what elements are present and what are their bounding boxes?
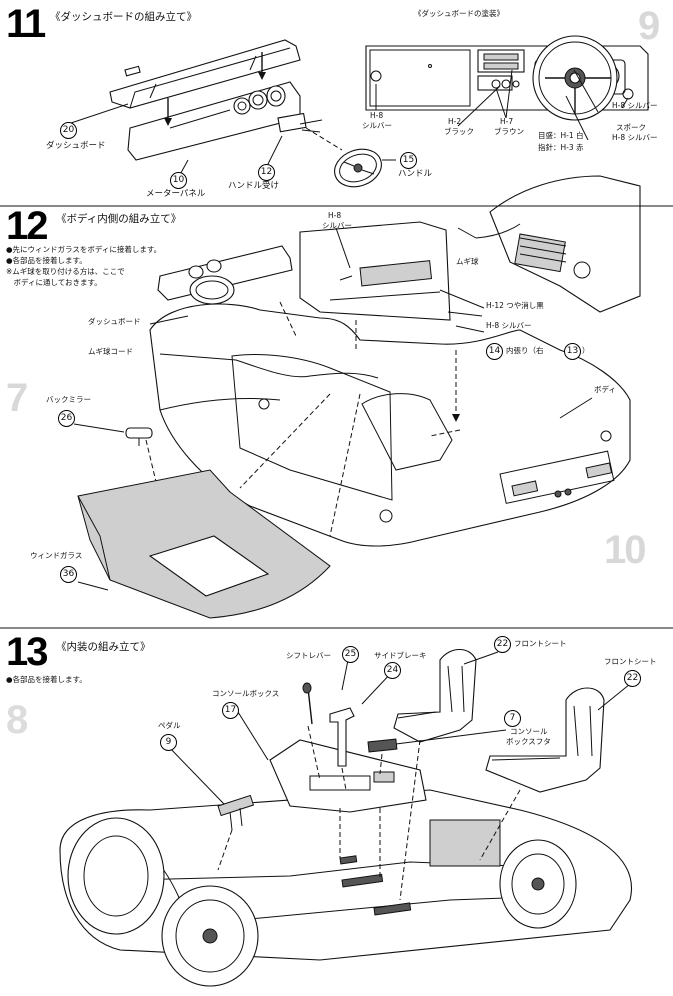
front-left-wheel-drawing (161, 885, 259, 987)
dashboard-assembly-drawing (157, 245, 293, 305)
part-label: サイドブレーキ (374, 651, 427, 660)
part-number-badge: 12 (258, 164, 275, 181)
part-number-badge: 15 (400, 152, 417, 169)
paint-callout: H-2 (448, 117, 462, 126)
part-label: コンソールボックス (212, 689, 280, 698)
part-label: フロントシート (514, 639, 567, 648)
part-label: ハンドル受け (228, 181, 280, 191)
car-front-drawing (489, 175, 641, 313)
part-label: ウィンドガラス (30, 551, 83, 560)
paint-callout: シルバー (322, 221, 352, 230)
part-number-badge: 10 (170, 172, 187, 189)
paint-callout: 目盛：H-1 白 (538, 131, 584, 140)
meter-panel-drawing (127, 81, 301, 161)
instruction-note: ●各部品を接着します。 (6, 675, 87, 684)
part-label: コンソール (510, 727, 548, 736)
step-number: 12 (6, 204, 48, 248)
paint-callout: H-8 (370, 111, 384, 120)
step-title: 《ボディ内側の組み立て》 (56, 213, 182, 225)
part-label: ボディ (594, 385, 616, 394)
part-number-badge: 24 (384, 662, 401, 679)
step-number: 13 (6, 630, 48, 674)
front-seat-right-drawing (485, 687, 605, 793)
part-number-badge: 22 (494, 636, 511, 653)
dashboard-part-drawing (109, 39, 301, 109)
paint-callout: H-7 (500, 117, 514, 126)
part-label: フロントシート (604, 657, 657, 666)
interior-panel-drawing (299, 221, 451, 321)
instruction-note: ボディに通しておきます。 (6, 278, 102, 287)
part-label: ボックスフタ (506, 737, 551, 746)
front-right-wheel-drawing (499, 839, 577, 929)
step-title: 《内装の組み立て》 (56, 641, 151, 653)
instruction-note: ●先にウィンドガラスをボディに接着します。 (6, 245, 162, 254)
part-number-badge: 20 (60, 122, 77, 139)
ghost-number: 9 (638, 4, 660, 48)
part-label: 内張り（右 (506, 346, 544, 355)
part-label: ダッシュボード (88, 317, 141, 326)
paint-callout: 指針：H-3 赤 (538, 143, 584, 152)
instruction-note: ※ムギ球を取り付ける方は、ここで (6, 267, 125, 276)
part-label: ペダル (158, 721, 181, 730)
paint-callout: ブラウン (494, 127, 524, 136)
part-number-badge: 13 (564, 343, 581, 360)
part-number-badge: 36 (60, 566, 77, 583)
part-label: ムギ球コード (88, 347, 133, 356)
paint-section-title: 《ダッシュボードの塗装》 (414, 9, 504, 18)
part-number-badge: 7 (504, 710, 521, 727)
part-number-badge: 22 (624, 670, 641, 687)
handle-mount-drawing (277, 112, 323, 133)
paint-callout: シルバー (362, 121, 392, 130)
part-label: メーターパネル (146, 189, 206, 199)
dashboard-paint-diagram (365, 35, 649, 121)
pedal-drawing (217, 794, 255, 831)
body-drawing (149, 303, 631, 547)
part-number-badge: 9 (160, 734, 177, 751)
paint-callout: H-8 シルバー (612, 133, 658, 142)
console-lid-drawing (367, 738, 398, 753)
part-label: ムギ球 (456, 257, 479, 266)
step-title: 《ダッシュボードの組み立て》 (50, 11, 197, 23)
part-label: ） (582, 346, 590, 355)
part-label: バックミラー (46, 395, 91, 404)
side-brake-drawing (329, 707, 355, 767)
part-label: シフトレバー (286, 651, 331, 660)
ghost-number: 8 (6, 698, 28, 742)
part-number-badge: 25 (342, 646, 359, 663)
windshield-glass-drawing (77, 469, 331, 619)
paint-callout: スポーク (616, 123, 646, 132)
part-number-badge: 26 (58, 410, 75, 427)
paint-callout: H-8 (328, 211, 342, 220)
ghost-number: 10 (604, 528, 646, 572)
part-label: ダッシュボード (46, 141, 106, 151)
paint-callout: H-8 シルバー (486, 321, 532, 330)
step-number: 11 (6, 2, 46, 46)
front-seat-left-drawing (393, 648, 477, 743)
ghost-number: 7 (6, 376, 28, 420)
part-label: ハンドル (398, 169, 433, 179)
shift-lever-drawing (302, 682, 313, 725)
rear-wheel-drawing (67, 817, 165, 935)
rearview-mirror-drawing (125, 427, 153, 446)
console-box-drawing (269, 739, 427, 813)
part-number-badge: 17 (222, 702, 239, 719)
paint-callout: H-12 つや消し黒 (486, 301, 544, 310)
part-number-badge: 14 (486, 343, 503, 360)
paint-callout: H-8 シルバー (612, 101, 658, 110)
paint-callout: ブラック (444, 127, 474, 136)
instruction-note: ●各部品を接着します。 (6, 256, 87, 265)
handle-drawing (334, 148, 382, 188)
